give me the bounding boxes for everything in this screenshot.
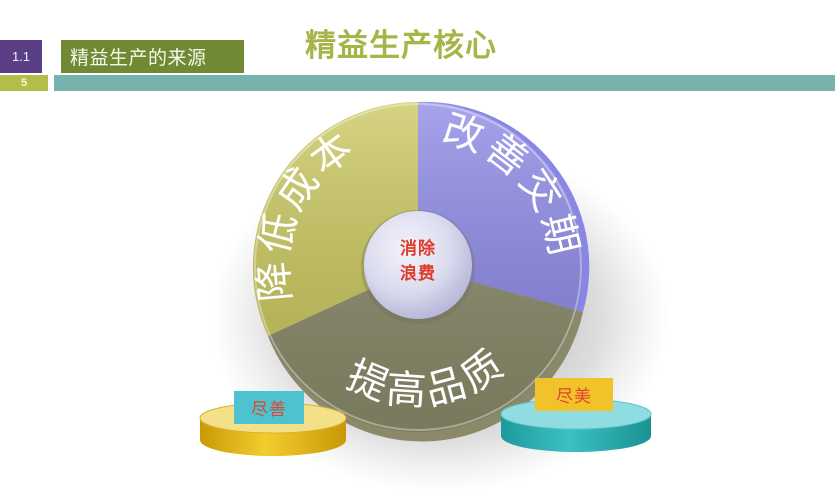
center-label-line1: 消除 [400,239,436,259]
center-label: 消除 浪费 [378,237,458,297]
page-title: 精益生产核心 [305,27,497,64]
header-divider-bar [54,75,835,91]
pedestal-right-label: 尽美 [535,378,613,411]
center-ball [364,211,472,319]
page-number: 5 [0,75,48,91]
section-number-badge: 1.1 [0,40,42,73]
pedestal-left-label: 尽善 [234,391,304,424]
section-title: 精益生产的来源 [61,40,244,73]
center-label-line2: 浪费 [400,264,436,284]
